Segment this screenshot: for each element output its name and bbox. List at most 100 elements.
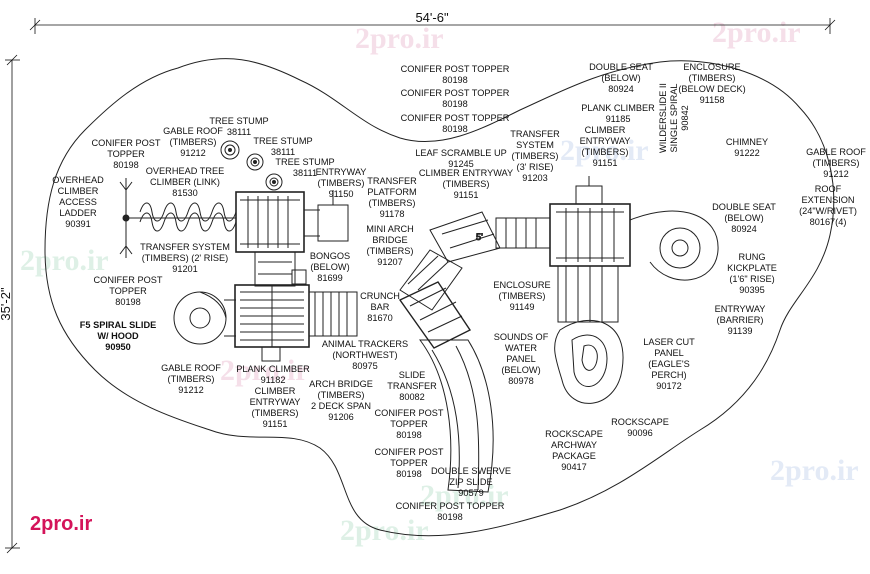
- watermark-text: 2pro.ir: [340, 514, 429, 547]
- callout-label: DOUBLE SEAT(BELOW)80924: [712, 202, 776, 234]
- callout-label-line: SYSTEM: [516, 140, 554, 150]
- callout-label-line: 38111: [227, 127, 251, 137]
- callout-label: CLIMBER ENTRYWAY(TIMBERS)91151: [419, 168, 513, 200]
- callout-label-line: 38111: [271, 147, 295, 157]
- callout-label-line: 91185: [606, 114, 631, 124]
- transfer-system-2ft: [254, 251, 307, 287]
- callout-label: GABLE ROOF(TIMBERS)91212: [161, 363, 221, 395]
- callout-label-line: ENTRYWAY: [580, 136, 631, 146]
- callout-label-line: TREE STUMP: [209, 116, 268, 126]
- callout-label: ENTRYWAY(TIMBERS)91150: [316, 167, 367, 199]
- callout-label-line: 80167(4): [810, 217, 847, 227]
- callout-label-line: W/ HOOD: [97, 331, 139, 341]
- callout-label-line: 80924: [608, 84, 634, 94]
- callout-label-line: 90096: [627, 428, 653, 438]
- callout-label-line: 91212: [178, 385, 204, 395]
- callout-label-line: 91151: [454, 190, 479, 200]
- callout-label-line: 90395: [739, 285, 765, 295]
- callout-label-line: CLIMBER: [255, 386, 296, 396]
- callout-label-line: 90417: [561, 462, 587, 472]
- callout-label-line: 90172: [656, 381, 682, 391]
- callout-label-line: (3' RISE): [517, 162, 554, 172]
- callout-label-line: 91212: [180, 148, 206, 158]
- callout-label-line: (BARRIER): [717, 315, 764, 325]
- callout-label-line: BRIDGE: [372, 235, 407, 245]
- callout-label-line: LEAF SCRAMBLE UP: [415, 148, 506, 158]
- callout-label-line: 90579: [458, 488, 484, 498]
- callout-label-line: PLANK CLIMBER: [236, 364, 310, 374]
- callout-label-line: 91222: [734, 148, 760, 158]
- callout-label-line: 91207: [377, 257, 403, 267]
- height-dimension-label: 35'-2": [0, 287, 13, 321]
- callout-label-line: 81530: [172, 188, 198, 198]
- callout-label-line: (1'6" RISE): [729, 274, 774, 284]
- callout-label-line: 80198: [115, 297, 141, 307]
- callout-label-line: DOUBLE SEAT: [712, 202, 776, 212]
- callout-label-line: BAR: [371, 302, 390, 312]
- callout-label-line: 80198: [396, 469, 422, 479]
- callout-label-line: (TIMBERS): [689, 73, 736, 83]
- callout-label-line: DOUBLE SEAT: [589, 62, 653, 72]
- callout-label-line: 91150: [329, 189, 354, 199]
- leaf-scramble-up: 5': [429, 211, 501, 263]
- rung-kickplate-deck: [557, 265, 619, 323]
- callout-label-line: TREE STUMP: [253, 136, 312, 146]
- callout-label-line: (TIMBERS): [582, 147, 629, 157]
- callout-label-line: (BELOW): [601, 73, 640, 83]
- callout-label-line: ROCKSCAPE: [545, 429, 603, 439]
- transfer-platform: [398, 281, 472, 349]
- callout-label-line: CONIFER POST TOPPER: [396, 501, 505, 511]
- callout-label-line: LADDER: [59, 208, 97, 218]
- callout-label-line: ZIP SLIDE: [449, 477, 492, 487]
- callout-label-line: 90950: [105, 342, 131, 352]
- spiral-slide: [173, 291, 236, 345]
- wilderslide-spiral: [629, 210, 719, 281]
- callout-label-line: OVERHEAD: [52, 175, 104, 185]
- callout-label-line: 91212: [823, 169, 849, 179]
- callout-label-line: 91151: [593, 158, 618, 168]
- callout-label-line: 80198: [113, 160, 139, 170]
- callout-label-line: 80198: [437, 512, 463, 522]
- arch-bridge: [308, 291, 358, 337]
- callout-label-line: (TIMBERS): [443, 179, 490, 189]
- callout-label-line: LASER CUT: [643, 337, 695, 347]
- callout-label-line: CONIFER POST: [375, 447, 444, 457]
- callout-label-line: (BELOW): [501, 365, 540, 375]
- double-swerve-slide: [419, 339, 494, 493]
- callout-label-line: 80198: [442, 99, 468, 109]
- callout-label-line: ENTRYWAY: [316, 167, 367, 177]
- callout-label-line: (TIMBERS) (2' RISE): [142, 253, 229, 263]
- callout-label-line: GABLE ROOF: [806, 147, 866, 157]
- watermark-text: 2pro.ir: [712, 16, 801, 49]
- callout-label-line: 91139: [728, 326, 753, 336]
- callout-label-line: (TIMBERS): [512, 151, 559, 161]
- callout-label-line: CONIFER POST TOPPER: [401, 113, 510, 123]
- callout-label-line: TRANSFER: [367, 176, 417, 186]
- callout-label: ENCLOSURE(TIMBERS)(BELOW DECK)91158: [678, 62, 745, 105]
- rockscape-archway: [554, 319, 624, 404]
- callout-label: BONGOS(BELOW)81699: [310, 251, 350, 283]
- gable-roof-lower-deck: [234, 284, 310, 362]
- overhead-tree-climber: [126, 202, 237, 232]
- watermark-text: 2pro.ir: [355, 22, 444, 55]
- callout-label-line: (TIMBERS): [318, 390, 365, 400]
- callout-label-line: ACCESS: [59, 197, 97, 207]
- callout-label-line: BONGOS: [310, 251, 350, 261]
- mini-arch-bridge: [399, 249, 463, 311]
- callout-label-line: KICKPLATE: [727, 263, 777, 273]
- callout-label-line: CLIMBER: [585, 125, 626, 135]
- callout-label-line: CONIFER POST TOPPER: [401, 64, 510, 74]
